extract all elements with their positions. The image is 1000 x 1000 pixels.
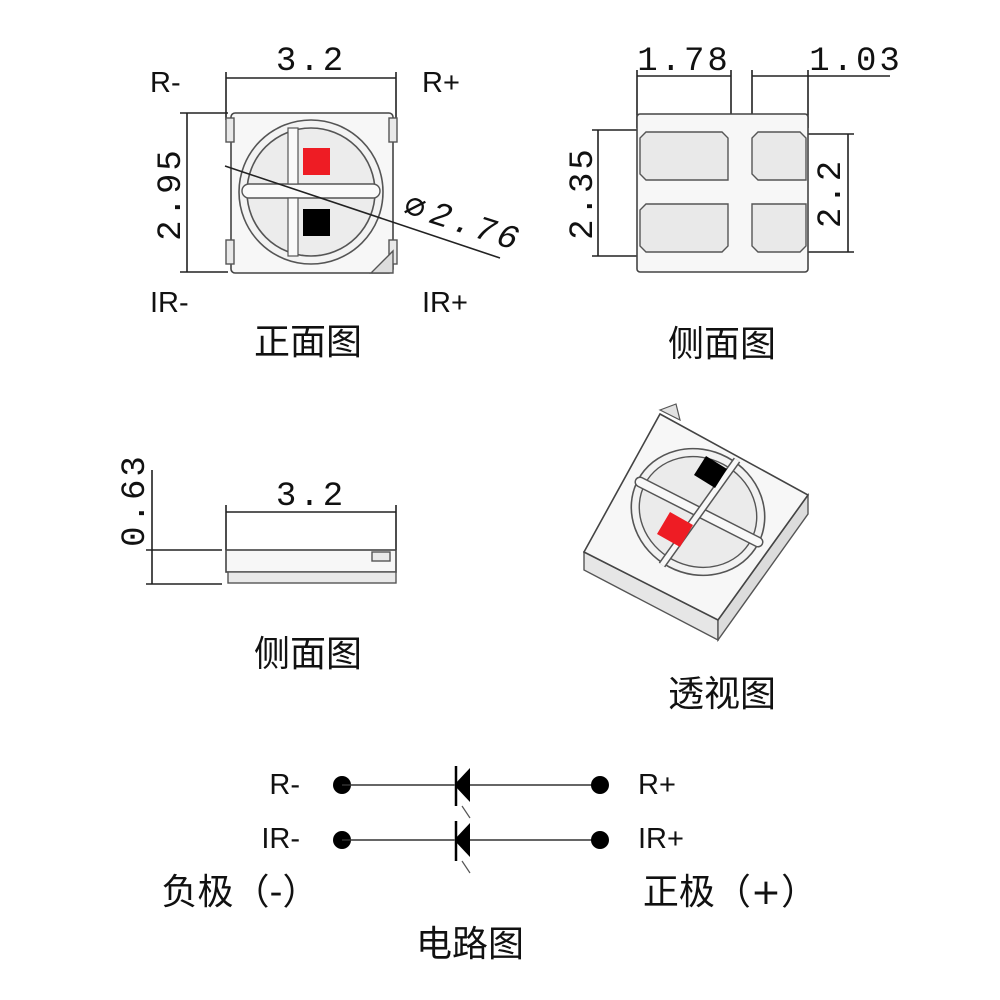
lens-divider-vertical	[287, 197, 299, 257]
package-profile-body	[225, 549, 397, 573]
package-corner-tab	[658, 403, 681, 422]
lens-divider-horizontal	[241, 183, 381, 199]
pin-label-r-minus: R-	[150, 67, 181, 99]
circuit-label-r-minus: R-	[269, 769, 300, 801]
circuit-caption: 电路图	[416, 924, 524, 965]
diode-mark	[461, 805, 471, 819]
side-view-top: 1.78 1.03 2.35 2.2 侧面图	[565, 43, 903, 365]
front-dim-diameter: 2.76	[425, 196, 526, 261]
diode-symbol	[454, 768, 470, 802]
side-dim-length: 3.2	[276, 478, 346, 516]
diode-symbol	[454, 823, 470, 857]
ir-led-chip	[694, 456, 727, 488]
bottom-pad	[751, 131, 807, 181]
front-view: 3.2 2.95 ⌀ 2.76 R- R+ IR- IR+ 正面图	[150, 43, 525, 363]
bottom-pad	[751, 203, 807, 253]
red-led-chip	[657, 512, 693, 547]
profile-notch	[371, 551, 391, 562]
side-dim-right-width: 1.03	[809, 43, 903, 81]
circuit-label-ir-minus: IR-	[261, 823, 300, 855]
side-dim-right-height: 2.2	[813, 158, 851, 228]
pin-label-r-plus: R+	[422, 67, 460, 99]
front-view-caption: 正面图	[254, 322, 362, 363]
side-pad	[388, 117, 398, 143]
perspective-view-caption: 透视图	[668, 674, 776, 715]
circuit-diagram: R- R+ IR- IR+ 负极（-） 正极（+） 电路图	[162, 766, 817, 965]
pin-label-ir-plus: IR+	[422, 287, 468, 319]
red-led-chip	[303, 148, 330, 175]
circuit-label-ir-plus: IR+	[638, 823, 684, 855]
diameter-leader-line	[224, 165, 501, 259]
profile-base	[227, 571, 397, 584]
diode-mark	[461, 860, 471, 874]
lens-divider	[659, 458, 740, 567]
front-dim-height: 2.95	[153, 147, 191, 241]
pin-label-ir-minus: IR-	[150, 287, 189, 319]
ir-led-chip	[303, 209, 330, 236]
positive-pole-label: 正极（+）	[643, 872, 817, 913]
side-view-caption: 侧面图	[668, 324, 776, 365]
negative-pole-label: 负极（-）	[162, 872, 319, 913]
side-pad	[225, 239, 235, 265]
side-dim-thickness: 0.63	[117, 453, 155, 547]
lens-divider-vertical	[287, 127, 299, 185]
side-view-bottom-caption: 侧面图	[254, 634, 362, 675]
front-dim-width: 3.2	[276, 43, 346, 81]
bottom-pad	[639, 131, 729, 181]
circuit-label-r-plus: R+	[638, 769, 676, 801]
side-view-bottom: 3.2 0.63 侧面图	[117, 453, 397, 675]
bottom-pad	[639, 203, 729, 253]
perspective-view: 透视图	[582, 403, 810, 715]
side-dim-left-height: 2.35	[565, 146, 603, 240]
side-pad	[225, 117, 235, 143]
side-dim-left-width: 1.78	[637, 43, 731, 81]
polarity-notch	[369, 249, 394, 274]
terminal-dot	[591, 831, 609, 849]
terminal-dot	[591, 776, 609, 794]
